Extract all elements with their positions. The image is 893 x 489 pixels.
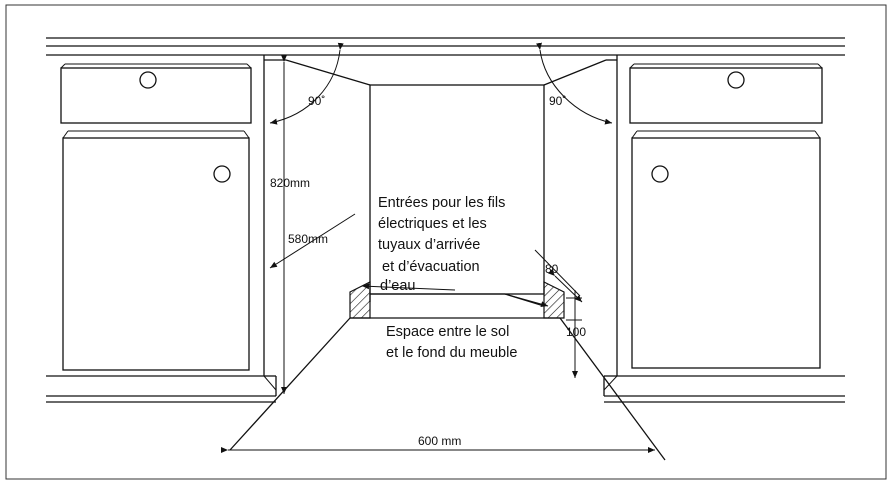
width-label: 600 mm xyxy=(418,434,461,448)
left-door-knob xyxy=(213,165,231,183)
dim-100-label: 100 xyxy=(566,325,586,339)
height-label: 820mm xyxy=(270,176,310,190)
entries-note: Entrées pour les fils électriques et les… xyxy=(378,195,505,294)
countertop xyxy=(46,37,845,56)
depth-label: 580mm xyxy=(288,232,328,246)
angle-right-label: 90˚ xyxy=(549,94,566,108)
entries-note-line: Entrées pour les fils xyxy=(378,195,505,211)
left-drawer-knob xyxy=(139,71,157,89)
left-door xyxy=(62,137,250,371)
entries-note-line: et d’évacuation xyxy=(378,259,480,275)
right-door xyxy=(631,137,821,369)
entries-note-line: d’eau xyxy=(380,278,415,294)
plinth-dimensions xyxy=(534,249,583,378)
right-door-knob xyxy=(651,165,669,183)
right-cabinet xyxy=(603,55,845,403)
angle-left-label: 90˚ xyxy=(308,94,325,108)
entries-leader-right xyxy=(504,293,549,308)
entries-leader-left xyxy=(361,283,456,291)
left-drawer xyxy=(60,67,252,124)
space-note: Espace entre le sol et le fond du meuble xyxy=(386,324,517,361)
space-note-line: et le fond du meuble xyxy=(386,345,517,361)
diagram-frame xyxy=(5,4,887,480)
right-hatch xyxy=(543,281,565,319)
angle-markers xyxy=(269,42,613,125)
left-hatch xyxy=(349,281,371,319)
depth-arrow xyxy=(269,213,356,269)
right-drawer-knob xyxy=(727,71,745,89)
dim-80-label: 80 xyxy=(545,262,559,276)
entries-note-line: électriques et les xyxy=(378,216,487,232)
right-drawer xyxy=(629,67,823,124)
space-note-line: Espace entre le sol xyxy=(386,324,509,340)
left-cabinet xyxy=(46,55,277,403)
entries-note-line: tuyaux d’arrivée xyxy=(378,237,480,253)
